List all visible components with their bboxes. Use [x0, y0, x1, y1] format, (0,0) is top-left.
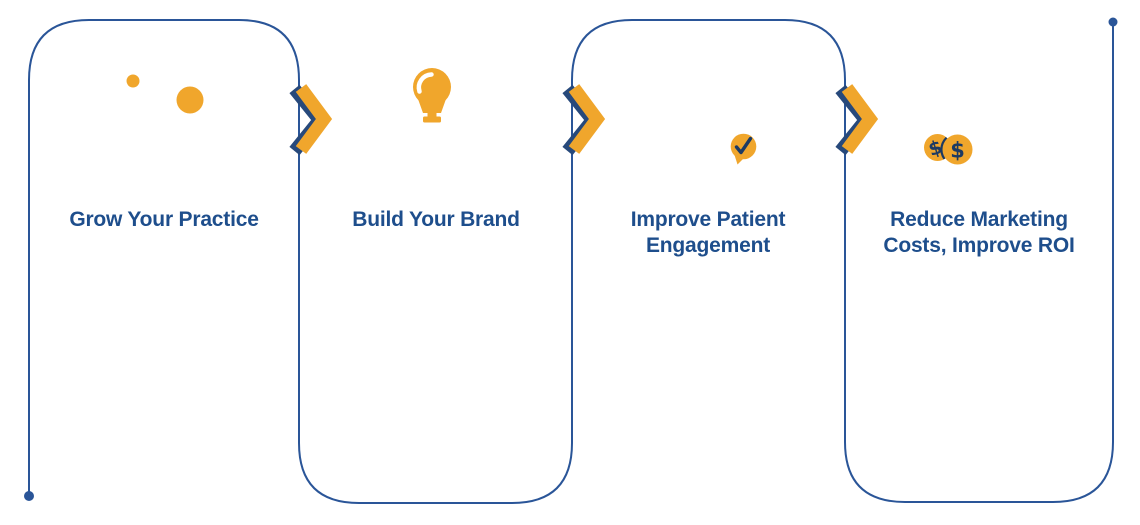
step-label-improve-patient-engagement: Improve Patient Engagement [572, 207, 844, 259]
flow-path [28, 19, 1114, 504]
svg-text:$: $ [950, 139, 965, 163]
step-label-build-your-brand: Build Your Brand [300, 207, 572, 233]
growth-dots-icon [126, 74, 204, 114]
dollar-coins-icon: $ $ [924, 134, 973, 165]
chevron-right-icon [562, 84, 606, 156]
svg-text:$: $ [926, 136, 945, 161]
step-label-line: Grow Your Practice [69, 208, 259, 231]
step-label-line: Engagement [645, 234, 771, 257]
path-start-dot [24, 491, 34, 501]
lightbulb-icon [413, 68, 451, 123]
chevron-right-icon [289, 84, 333, 156]
path-end-dot [1108, 17, 1118, 27]
check-bubble-icon [730, 133, 757, 165]
chevron-right-icon [835, 84, 879, 156]
step-label-reduce-marketing-costs: Reduce Marketing Costs, Improve ROI [843, 207, 1115, 259]
step-label-line: Build Your Brand [352, 208, 520, 231]
step-label-line: Improve Patient [630, 208, 786, 231]
step-label-line: Costs, Improve ROI [883, 234, 1075, 257]
step-label-grow-your-practice: Grow Your Practice [28, 207, 300, 233]
step-label-line: Reduce Marketing [890, 208, 1068, 231]
